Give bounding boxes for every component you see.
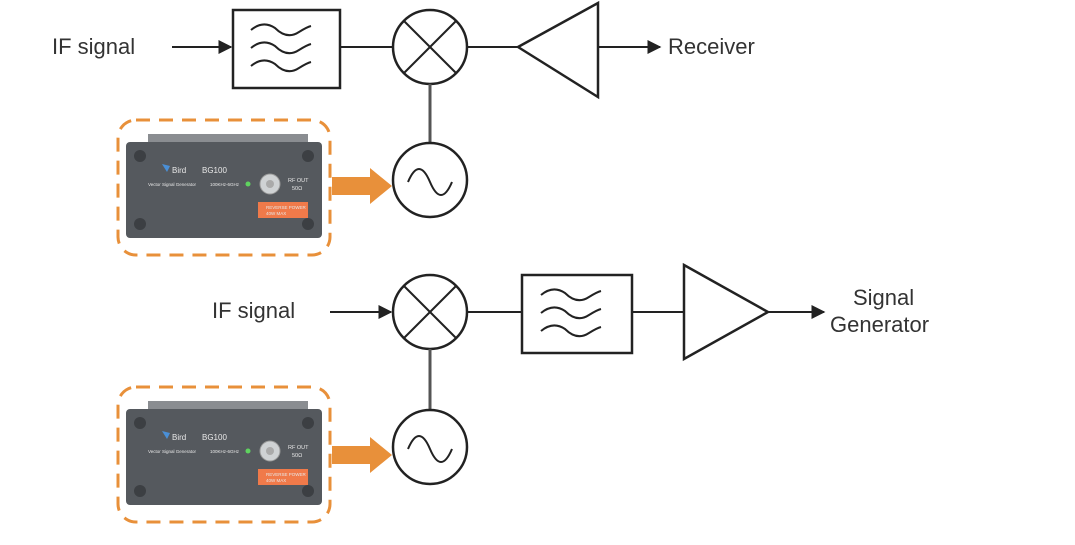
svg-text:RF OUT: RF OUT bbox=[288, 178, 309, 184]
svg-text:Vector Signal Generator: Vector Signal Generator bbox=[148, 182, 197, 187]
svg-text:40W MAX: 40W MAX bbox=[266, 478, 286, 483]
filter-icon bbox=[520, 273, 634, 355]
signal-generator-device: Bird BG100 Vector Signal Generator 100KH… bbox=[116, 385, 332, 524]
orange-arrow-icon bbox=[332, 437, 392, 473]
svg-text:Bird: Bird bbox=[172, 166, 186, 175]
signal-generator-device: Bird BG100 Vector Signal Generator 100KH… bbox=[116, 118, 332, 257]
svg-text:100KHz-6GHz: 100KHz-6GHz bbox=[210, 182, 240, 187]
svg-text:50Ω: 50Ω bbox=[292, 453, 302, 459]
receiver-label: Receiver bbox=[668, 34, 755, 59]
bottom-if-signal-label: IF signal bbox=[212, 298, 295, 323]
amplifier-icon bbox=[515, 0, 600, 100]
mixer-icon bbox=[391, 8, 469, 86]
mixer-icon bbox=[391, 273, 469, 351]
signal-generator-label-2: Generator bbox=[830, 312, 929, 337]
orange-arrow-icon bbox=[332, 168, 392, 204]
top-if-signal-label: IF signal bbox=[52, 34, 135, 59]
oscillator-icon bbox=[391, 408, 469, 486]
svg-text:RF OUT: RF OUT bbox=[288, 445, 309, 451]
amplifier-icon bbox=[682, 262, 771, 362]
svg-text:REVERSE POWER: REVERSE POWER bbox=[266, 205, 307, 210]
svg-text:Bird: Bird bbox=[172, 433, 186, 442]
svg-text:REVERSE POWER: REVERSE POWER bbox=[266, 472, 307, 477]
svg-text:Vector Signal Generator: Vector Signal Generator bbox=[148, 449, 197, 454]
oscillator-icon bbox=[391, 141, 469, 219]
svg-text:BG100: BG100 bbox=[202, 433, 227, 442]
svg-text:100KHz-6GHz: 100KHz-6GHz bbox=[210, 449, 240, 454]
svg-text:50Ω: 50Ω bbox=[292, 186, 302, 192]
filter-icon bbox=[231, 8, 342, 90]
signal-generator-label-1: Signal bbox=[853, 285, 914, 310]
svg-text:BG100: BG100 bbox=[202, 166, 227, 175]
svg-text:40W MAX: 40W MAX bbox=[266, 211, 286, 216]
